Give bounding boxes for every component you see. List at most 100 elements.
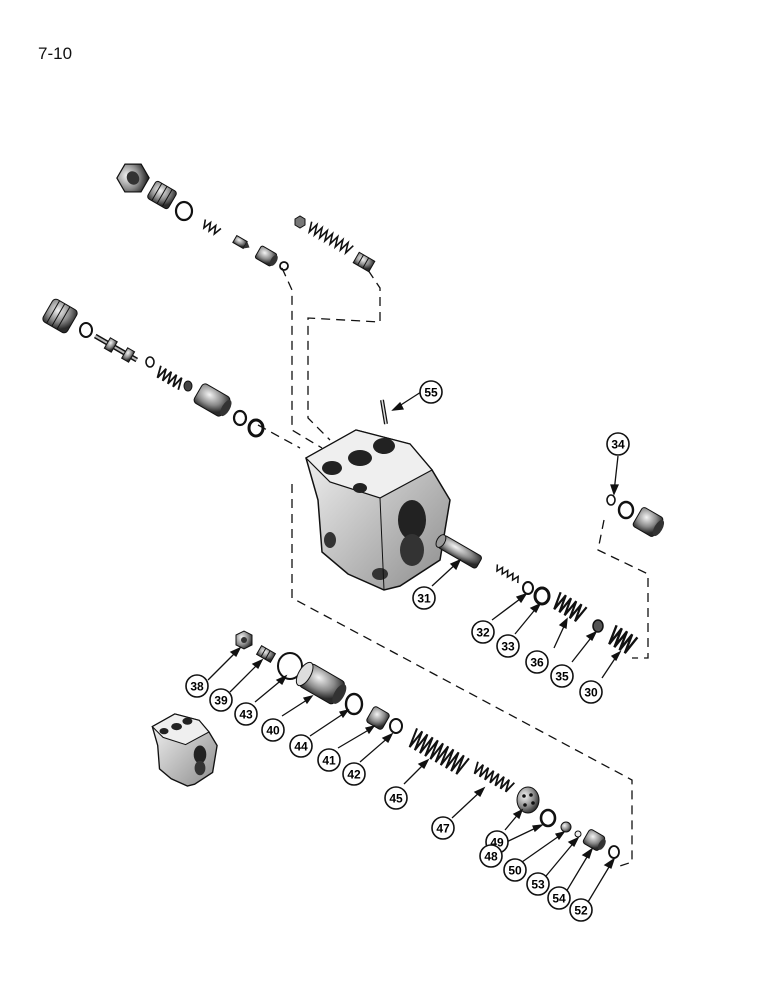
body-port-5	[398, 500, 426, 540]
callout-33: 33	[496, 634, 520, 658]
callout-34-label: 34	[611, 438, 625, 452]
spool-o-ring-2	[232, 409, 248, 427]
body-port-3	[373, 438, 395, 454]
body-port-8	[372, 568, 388, 580]
plug-54	[582, 829, 606, 851]
callout-39-label: 39	[214, 694, 228, 708]
ring-48	[539, 808, 557, 828]
callout-41: 41	[317, 748, 341, 772]
right-side-parts	[435, 494, 665, 654]
ring-32	[522, 581, 534, 595]
callout-31-label: 31	[417, 592, 431, 606]
leader-arrows	[207, 391, 622, 903]
callout-38: 38	[185, 674, 209, 698]
dashed-line-upper-relief-loop	[307, 257, 381, 441]
ring-52	[608, 845, 620, 859]
spool-backup-ring	[247, 418, 265, 438]
spool-retainer	[183, 380, 193, 392]
callout-50: 50	[503, 858, 527, 882]
callout-53-label: 53	[531, 878, 545, 892]
spool	[93, 333, 139, 363]
callout-48: 48	[479, 844, 503, 868]
callout-50-label: 50	[508, 864, 522, 878]
callout-48-label: 48	[484, 850, 498, 864]
callout-34: 34	[606, 432, 630, 456]
callout-55-label: 55	[424, 386, 438, 400]
poppet	[232, 234, 250, 250]
callout-54-label: 54	[552, 892, 566, 906]
spring-47	[473, 761, 515, 793]
spring-30	[608, 624, 639, 654]
spool-cap	[42, 298, 78, 334]
callout-35-label: 35	[555, 670, 569, 684]
callout-52-label: 52	[574, 904, 588, 918]
small-spring	[202, 219, 222, 236]
sleeve-40	[295, 661, 347, 705]
nut-38	[235, 630, 253, 650]
page-number: 7-10	[38, 44, 73, 63]
threaded-plug	[147, 180, 177, 210]
callout-47: 47	[431, 816, 455, 840]
callout-54: 54	[547, 886, 571, 910]
small-o-ring	[279, 261, 289, 271]
end-plug	[632, 507, 665, 537]
callout-41-label: 41	[322, 754, 336, 768]
ring-42	[389, 718, 403, 734]
callout-40-label: 40	[266, 724, 280, 738]
callout-40: 40	[261, 718, 285, 742]
spring-45	[408, 727, 470, 775]
ring-44	[344, 692, 364, 716]
callout-30-label: 30	[584, 686, 598, 700]
washer-50	[560, 821, 572, 833]
o-ring	[174, 200, 194, 222]
body-port-2	[348, 450, 372, 466]
spring-36	[553, 591, 588, 622]
callout-31: 31	[412, 586, 436, 610]
callout-45: 45	[384, 786, 408, 810]
ring-34-small	[606, 494, 616, 506]
callout-32: 32	[471, 620, 495, 644]
ring-34-large	[617, 500, 635, 520]
callout-38-label: 38	[190, 680, 204, 694]
piston-spring	[496, 564, 519, 584]
callout-36-label: 36	[530, 656, 544, 670]
callout-53: 53	[526, 872, 550, 896]
callout-36: 36	[525, 650, 549, 674]
spool-parts	[42, 298, 265, 438]
callout-42-label: 42	[347, 768, 361, 782]
callout-42: 42	[342, 762, 366, 786]
callout-52: 52	[569, 898, 593, 922]
callout-43-label: 43	[239, 708, 253, 722]
body-port-6	[400, 534, 424, 566]
dashed-line-lower-group	[291, 484, 633, 867]
seat	[254, 245, 278, 267]
spool-spring	[156, 365, 183, 390]
long-spring	[307, 221, 354, 256]
ring-35	[592, 619, 604, 633]
callout-39: 39	[209, 688, 233, 712]
reference-valve-body	[151, 713, 218, 787]
callout-44-label: 44	[294, 740, 308, 754]
ball-53	[574, 830, 582, 838]
plate-49	[516, 786, 540, 814]
callout-47-label: 47	[436, 822, 450, 836]
dashed-line-spool	[257, 424, 301, 449]
callout-43: 43	[234, 702, 258, 726]
dashed-line-right-plug	[597, 519, 649, 659]
screw-39	[255, 644, 277, 664]
body-port-7	[324, 532, 336, 548]
callout-45-label: 45	[389, 792, 403, 806]
piston	[435, 534, 482, 569]
spool-o-ring	[79, 322, 93, 338]
spool-washer	[145, 356, 155, 368]
callout-32-label: 32	[476, 626, 490, 640]
callout-55: 55	[419, 380, 443, 404]
callout-33-label: 33	[501, 640, 515, 654]
callout-44: 44	[289, 734, 313, 758]
hex-nut	[116, 163, 150, 193]
callout-35: 35	[550, 664, 574, 688]
small-nut	[294, 215, 306, 229]
valve-body	[305, 429, 451, 591]
body-port-4	[353, 483, 367, 493]
